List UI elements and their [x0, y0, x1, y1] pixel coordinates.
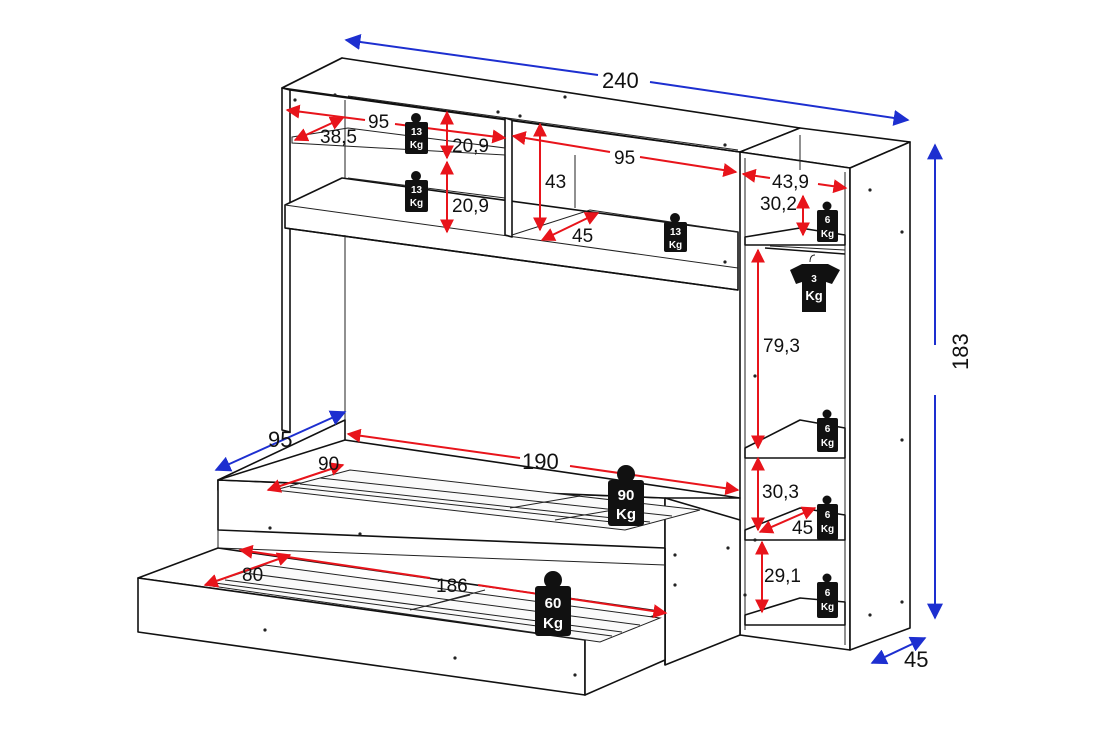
weight-icon: 90 Kg: [608, 465, 644, 526]
weight-unit: Kg: [616, 506, 636, 523]
left-upper-height-label: 20,9: [452, 136, 489, 157]
inner-dimensions: 95 38,5 20,9 20,9 95 43 45 43,9 30,2 79,…: [203, 104, 848, 619]
weight-unit: Kg: [821, 602, 834, 613]
tower-hanging-height-label: 79,3: [763, 336, 800, 357]
weight-value: 3: [811, 274, 817, 285]
left-cabinet-width-label: 95: [368, 112, 389, 133]
weight-unit: Kg: [543, 615, 563, 632]
weight-value: 13: [411, 127, 423, 138]
furniture-line-art: [137, 57, 911, 696]
weight-icon: 13 Kg: [664, 213, 687, 252]
mattress-width-label: 90: [318, 454, 339, 475]
weight-value: 13: [670, 227, 682, 238]
bed-depth-label: 95: [268, 427, 292, 452]
weight-value: 13: [411, 185, 423, 196]
weight-icon: 6 Kg: [817, 495, 838, 540]
weight-unit: Kg: [821, 229, 834, 240]
tower-middle-height-label: 30,3: [762, 482, 799, 503]
weight-unit: Kg: [821, 438, 834, 449]
weight-value: 6: [825, 215, 831, 226]
weight-unit: Kg: [410, 198, 423, 209]
weight-value: 6: [825, 424, 831, 435]
weight-icon: 6 Kg: [817, 573, 838, 618]
trundle-width-label: 80: [242, 565, 263, 586]
tower-depth-label: 45: [792, 518, 813, 539]
weight-value: 90: [618, 487, 635, 504]
weight-value: 6: [825, 588, 831, 599]
left-lower-height-label: 20,9: [452, 196, 489, 217]
weight-value: 60: [545, 595, 562, 612]
tower-width-label: 43,9: [772, 172, 809, 193]
tower-bottom-height-label: 29,1: [764, 566, 801, 587]
overall-height-label: 183: [948, 333, 973, 370]
tower-top-height-label: 30,2: [760, 194, 797, 215]
weight-icon: 6 Kg: [817, 201, 838, 242]
overall-dimensions: 240 183 45 95: [214, 34, 973, 672]
weight-value: 6: [825, 510, 831, 521]
weight-icon: 13 Kg: [405, 171, 428, 212]
overall-width-label: 240: [602, 68, 639, 93]
weight-icon: 13 Kg: [405, 113, 428, 154]
weight-unit: Kg: [805, 288, 822, 303]
weight-badges: 13 Kg 13 Kg 13 Kg 6 Kg 3 Kg: [405, 113, 840, 636]
left-shelf-depth-label: 38,5: [320, 127, 357, 148]
shirt-weight-icon: 3 Kg: [790, 254, 840, 312]
weight-unit: Kg: [669, 240, 682, 251]
mattress-length-label: 190: [522, 449, 559, 474]
right-cabinet-height-label: 43: [545, 172, 566, 193]
weight-unit: Kg: [821, 524, 834, 535]
weight-unit: Kg: [410, 140, 423, 151]
trundle-length-label: 186: [436, 576, 468, 597]
overall-depth-label: 45: [904, 647, 928, 672]
right-cabinet-depth-label: 45: [572, 226, 593, 247]
weight-icon: 6 Kg: [817, 409, 838, 452]
right-cabinet-width-label: 95: [614, 148, 635, 169]
weight-icon: 60 Kg: [535, 571, 571, 636]
